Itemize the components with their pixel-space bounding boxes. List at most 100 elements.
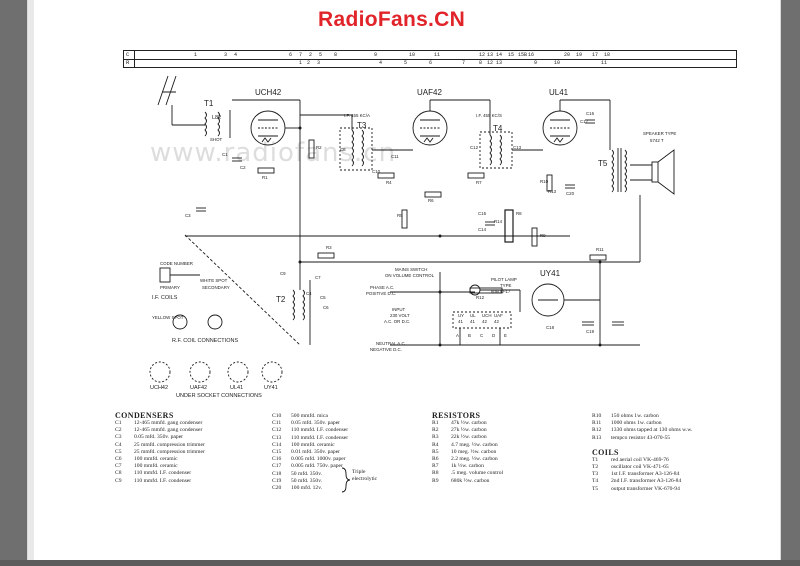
triple-label: Triple [352,469,366,475]
component-label-r13: R13 [548,189,557,194]
part-description: 1000 ohms 1w. carbon [611,420,662,427]
part-description: 110 mmfd. I.F. condenser [291,434,349,441]
parts-list-item: C8 110 mmfd. I.F. condenser [115,470,205,477]
component-label-c16: C16 [586,111,595,116]
part-description: 100 mmfd. ceramic [134,456,178,463]
grid-c-20: 20 [564,52,571,58]
part-ref: R7 [432,463,439,470]
label-primary: PRIMARY [160,285,180,290]
grid-c-19: 19 [576,52,583,58]
parts-list-item: T4 2nd I.F. transformer A3-126-84 [592,478,692,485]
component-label-r11: R11 [596,247,604,252]
part-description: 1k ½w. carbon [451,463,484,470]
part-ref: R8 [432,470,439,477]
component-label-c20: C20 [566,191,575,196]
component-label-r5: R5 [397,213,403,218]
parts-list-item: R5 10 meg. ½w. carbon [432,449,503,456]
part-ref: C17 [272,463,282,470]
valve-label-uy41: UY41 [540,269,561,278]
part-ref: C5 [115,448,122,455]
component-label-c15: C15 [478,211,487,216]
heater-letter-b: B [468,333,471,338]
part-ref: C14 [272,441,282,448]
part-ref: C18 [272,470,282,477]
part-description: 100 mfd. 12v. [291,485,323,492]
heater-code-0: UY [458,313,465,318]
aerial-symbol [157,75,177,106]
grid-c-3: 3 [224,52,228,58]
part-ref: R10 [592,413,602,419]
component-label-c3: C3 [185,213,191,218]
part-ref: C13 [272,434,282,441]
label-t3: T3 [357,121,367,130]
grid-c-13: 13 [487,52,494,58]
label-ac-or-dc: A.C. OR D.C. [384,319,411,324]
grid-c-1: 1 [194,52,198,58]
label-on-volume-control: ON VOLUME CONTROL [385,273,435,278]
part-ref: R1 [432,420,439,426]
component-label-r7: R7 [476,180,482,185]
heater-code-2: UCH [482,313,492,318]
grid-r-11: 11 [601,60,608,66]
part-description: 100 mmfd. ceramic [134,463,178,470]
part-ref: T4 [592,478,599,485]
socket-label-uy41: UY41 [264,385,278,391]
part-ref: C16 [272,456,282,463]
part-ref: R6 [432,456,439,463]
label-t2: T2 [276,295,286,304]
part-description: 0.005 mfd. 750v. paper [291,463,343,470]
valve-label-uaf42: UAF42 [417,88,442,97]
part-description: 10 meg. ½w. carbon [451,448,497,455]
heater-letter-c: C [480,333,484,338]
parts-list-item: R8.5 meg. volume control [432,470,503,477]
label-negative-dc: NEGATIVE D.C. [370,347,402,352]
heater-code-3: UAF [494,313,503,318]
part-description: red aerial coil VK-469-76 [611,456,669,463]
grid-c-15: 15 [508,52,515,58]
part-ref: R5 [432,448,439,455]
watermark: www.radiofans.cn [150,138,397,168]
part-ref: C4 [115,441,122,448]
part-ref: R11 [592,420,602,427]
label-neutral-ac: NEUTRAL A.C. [376,341,406,346]
coils-heading: COILS [592,447,619,457]
label-t4: T4 [493,124,503,133]
label-if-455-a: I.F. 455 KC/A [344,113,370,118]
parts-list-item: R7 1k ½w. carbon [432,463,503,470]
grid-c-8: 8 [334,52,338,58]
part-description: 110 mmfd. I.F. condenser [134,470,192,477]
part-ref: C6 [115,456,122,463]
part-ref: C8 [115,470,122,477]
grid-c-2: 2 [309,52,313,58]
gang-link [184,234,301,346]
label-input: INPUT [392,307,406,312]
part-description: 12-465 mmfd. gang condenser [134,420,203,426]
grid-r-10: 10 [554,60,561,66]
heater-letter-d: D [492,333,496,338]
part-ref: R2 [432,427,439,434]
part-ref: R3 [432,434,439,441]
grid-r-8: 8 [479,60,483,66]
part-description: 2nd I.F. transformer A3-126-84 [611,478,682,485]
part-ref: C10 [272,413,282,419]
component-label-r9: R9 [540,233,546,238]
part-description: 500 mmfd. mica [291,413,328,419]
part-ref: C7 [115,463,122,470]
label-secondary: SECONDARY [202,285,230,290]
grid-r-6: 6 [429,60,433,66]
grid-row-c: C [124,51,736,60]
site-logo[interactable]: RadioFans.CN [318,8,466,31]
